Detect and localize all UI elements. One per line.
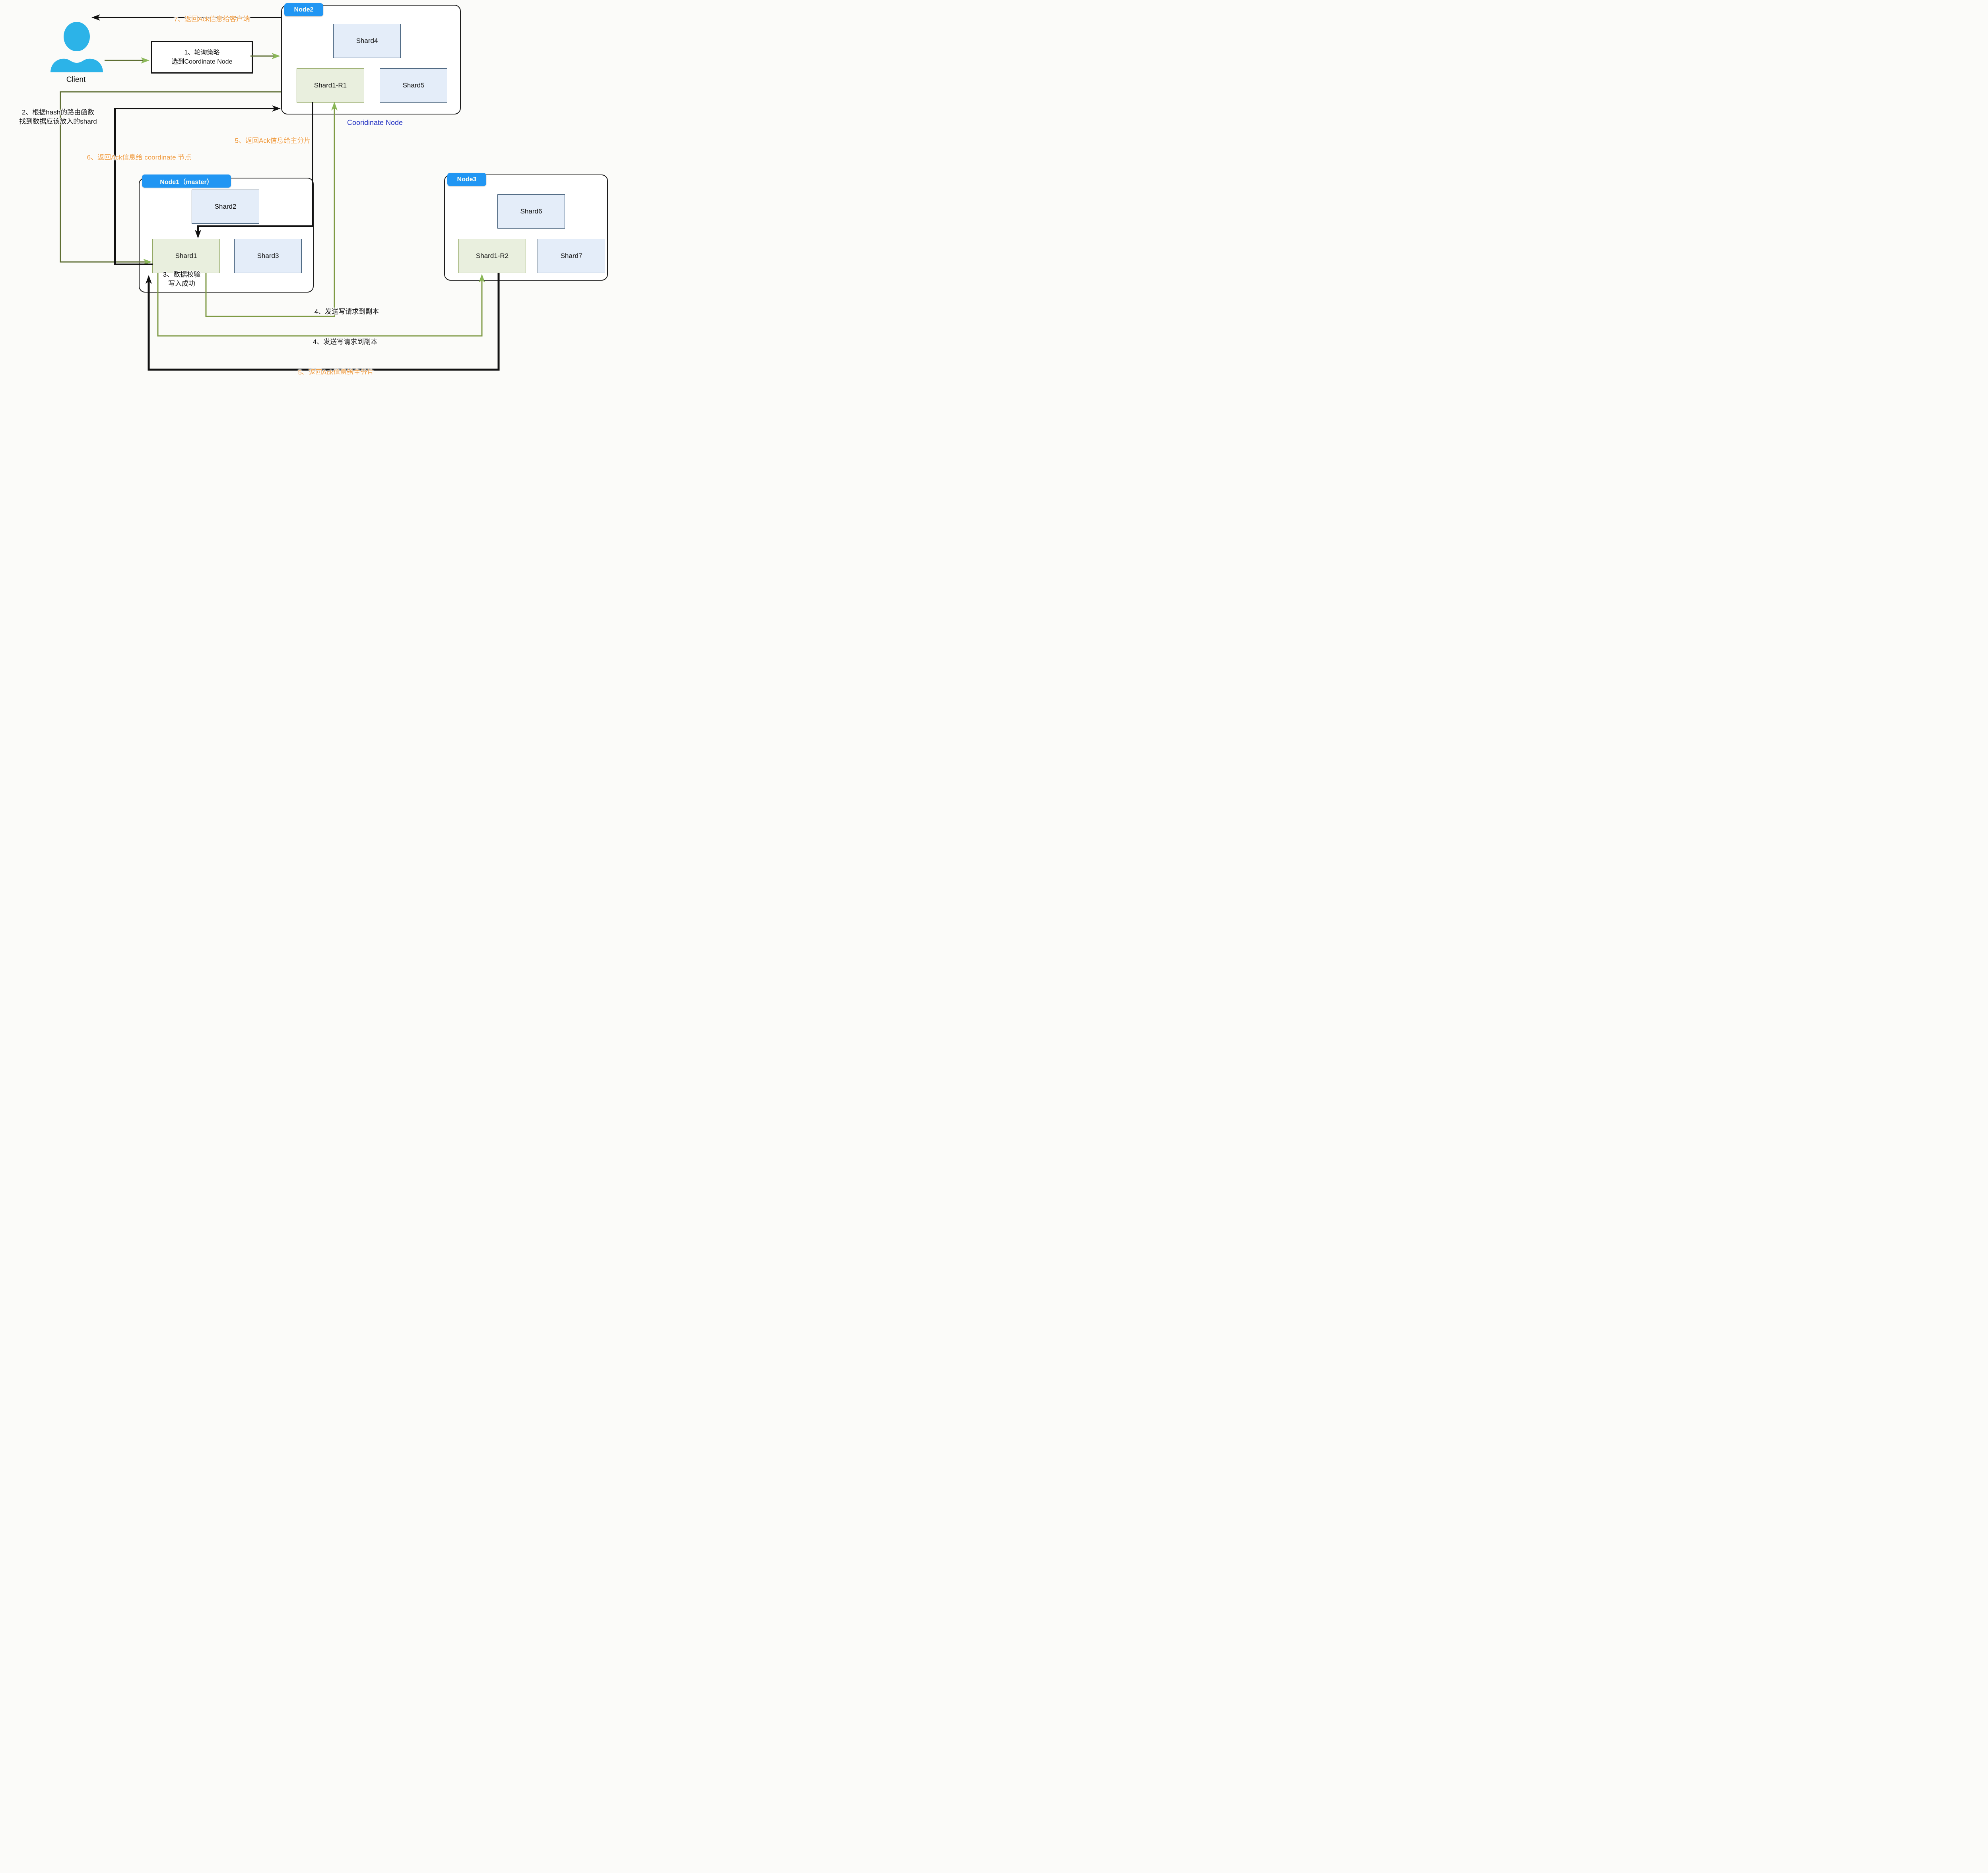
- shard1-r2-box: Shard1-R2: [458, 239, 526, 273]
- shard2-label: Shard2: [214, 203, 237, 210]
- shard1-box: Shard1: [152, 239, 220, 273]
- shard5-label: Shard5: [402, 81, 425, 89]
- step1-line1: 1、轮询策略: [184, 49, 220, 56]
- shard4-box: Shard4: [333, 24, 401, 58]
- shard5-box: Shard5: [380, 68, 447, 103]
- label-step2-line1: 2、根据hash的路由函数: [21, 109, 95, 116]
- label-step3: 3、数据校验 写入成功: [163, 270, 200, 289]
- node3-title: Node3: [457, 176, 477, 183]
- node2-title: Node2: [294, 6, 314, 13]
- diagram-canvas: Node2 Shard4 Shard1-R1 Shard5 Node1（mast…: [0, 0, 610, 374]
- shard1-r1-label: Shard1-R1: [314, 81, 347, 89]
- shard7-label: Shard7: [560, 252, 582, 260]
- label-step3-line2: 写入成功: [168, 280, 195, 287]
- label-step6: 6、返回Ack信息给 coordinate 节点: [87, 153, 192, 161]
- shard2-box: Shard2: [192, 190, 259, 224]
- client-icon-body: [50, 58, 103, 72]
- shard1-label: Shard1: [175, 252, 197, 260]
- shard1-r2-label: Shard1-R2: [476, 252, 509, 260]
- shard6-label: Shard6: [520, 207, 542, 215]
- label-step2: 2、根据hash的路由函数 找到数据应该放入的shard: [19, 108, 97, 126]
- shard7-box: Shard7: [538, 239, 605, 273]
- client-label: Client: [66, 76, 86, 84]
- step1-box: 1、轮询策略 选到Coordinate Node: [151, 41, 253, 74]
- label-step3-line1: 3、数据校验: [163, 271, 201, 279]
- shard3-box: Shard3: [234, 239, 302, 273]
- node1-title: Node1（master）: [160, 178, 213, 186]
- node1-tab: Node1（master）: [142, 175, 231, 188]
- shard6-box: Shard6: [497, 194, 565, 229]
- label-step5-mid: 5、返回Ack信息给主分片: [235, 137, 311, 145]
- label-step7: 7、返回Ack信息给客户端: [174, 15, 250, 23]
- client-icon-head: [64, 22, 90, 51]
- label-step5-bottom: 5、返回Ack信息给主分片: [298, 368, 374, 375]
- shard3-label: Shard3: [257, 252, 279, 260]
- shard1-r1-box: Shard1-R1: [297, 68, 364, 103]
- label-step4a: 4、发送写请求到副本: [314, 308, 379, 316]
- step1-line2: 选到Coordinate Node: [171, 58, 233, 65]
- label-coordinate-node: Cooridinate Node: [347, 118, 403, 127]
- label-step2-line2: 找到数据应该放入的shard: [19, 118, 97, 125]
- label-step4b: 4、发送写请求到副本: [313, 338, 378, 346]
- node3-tab: Node3: [447, 173, 486, 186]
- node2-tab: Node2: [284, 3, 323, 16]
- shard4-label: Shard4: [356, 37, 378, 45]
